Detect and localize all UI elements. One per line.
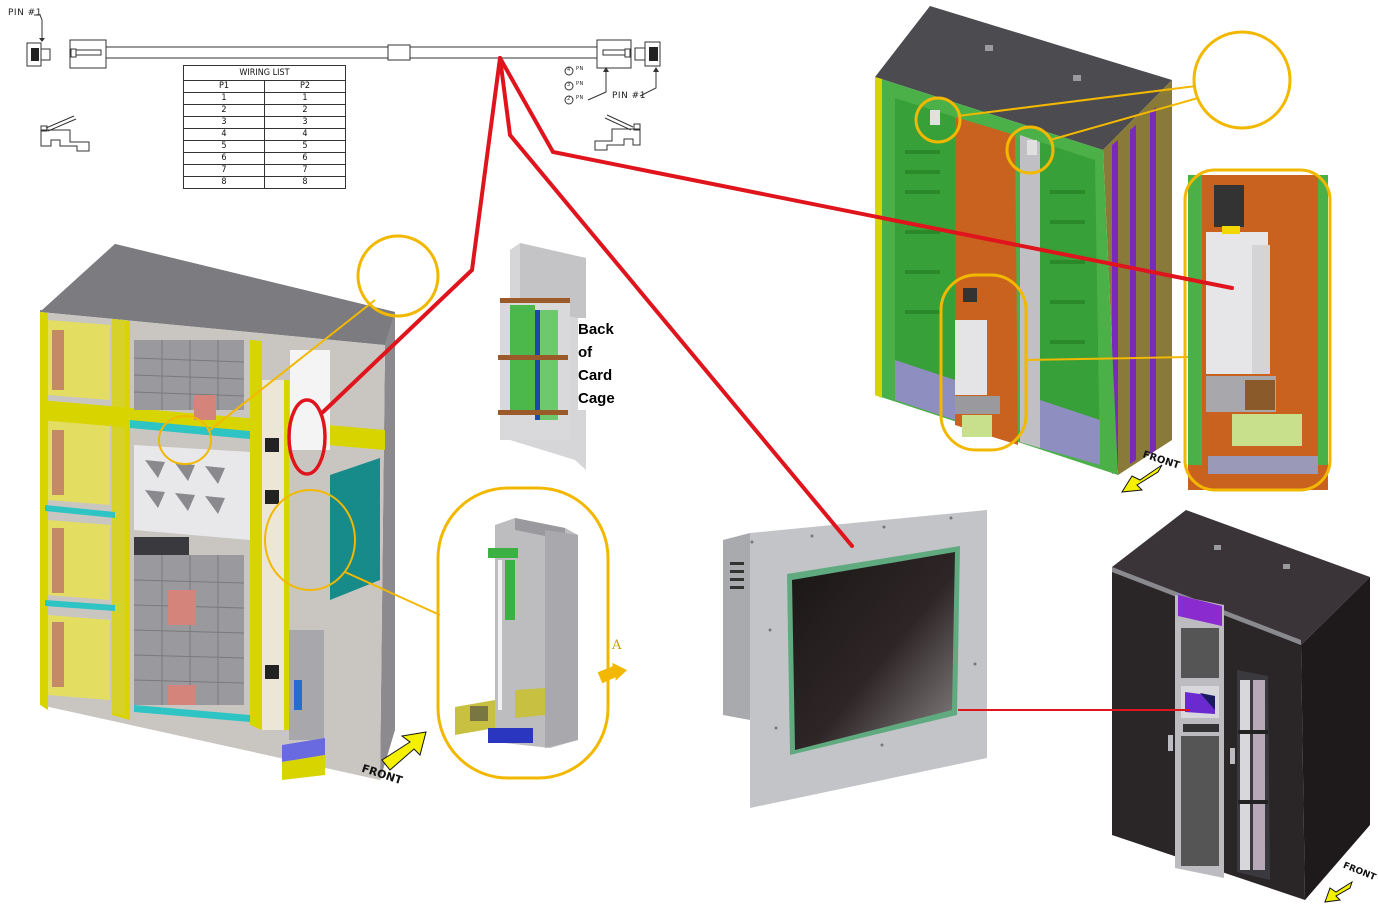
pin-1-label-right: PIN #1 [612, 91, 646, 101]
caption-line: Card [578, 367, 613, 384]
pin-marker-number: 4 [567, 67, 571, 73]
view-a-label: A [612, 638, 622, 653]
cabinet-top [875, 6, 1172, 150]
cell-p2: 8 [263, 176, 347, 189]
highlight-ring-fitting-detail [1192, 30, 1292, 130]
drive-bay [134, 340, 244, 410]
callout-line-left-cabinet [321, 56, 502, 414]
cell-p2: 2 [263, 104, 347, 117]
fan-grille [1214, 185, 1244, 227]
window-lower [1181, 736, 1219, 866]
view-arrow-icon [596, 661, 629, 685]
pin-pointer-plug [587, 68, 607, 101]
library-top [1112, 510, 1370, 645]
pin-marker-number: 3 [567, 82, 571, 88]
cabinet-side [380, 312, 395, 780]
front-arrow-icon [1121, 464, 1163, 493]
library-side [1301, 577, 1370, 900]
pin-pointer-left [34, 14, 43, 38]
card-cage-caption: Back of Card Cage [578, 318, 630, 410]
pin-marker-circle [564, 81, 574, 91]
caption-line: Back [578, 321, 614, 338]
rj45-plug-right [596, 39, 632, 69]
arrow-icon [603, 67, 609, 72]
brand-panel [1178, 595, 1222, 626]
pin-marker-circle [564, 95, 574, 105]
pin-marker-number: 2 [567, 96, 571, 102]
cable-line [106, 44, 597, 61]
rj45-jack-right [634, 41, 661, 67]
power-strip [262, 380, 284, 730]
rj45-side-view-left [40, 115, 90, 152]
door-handle [1230, 748, 1235, 764]
pin-1-label-left: PIN #1 [8, 8, 42, 18]
arrow-icon [653, 67, 659, 72]
connector-fitting [930, 110, 940, 125]
highlight-ring-fitting [1005, 125, 1055, 175]
power-module [955, 320, 987, 395]
cable-sleeve [387, 44, 411, 61]
pin-marker-label: PN [576, 66, 584, 72]
highlight-ring-power-detail [1183, 168, 1332, 492]
window-upper [1181, 628, 1219, 678]
pin-marker-label: PN [576, 81, 584, 87]
screen-display [792, 552, 955, 750]
highlight-ring-module [264, 489, 356, 591]
highlight-ring-connector [356, 234, 440, 318]
arrow-icon [39, 38, 45, 42]
cell-p1: 8 [183, 176, 265, 189]
connector-fitting [1027, 140, 1037, 155]
front-arrow-icon [381, 731, 427, 771]
highlight-ring-power [939, 273, 1028, 452]
callout-line-rear-cabinet [498, 56, 1234, 290]
highlight-ring-module-detail [436, 486, 610, 780]
callout-line-touchscreen [498, 56, 854, 548]
caption-line: Cage [578, 390, 615, 407]
pin-marker-label: PN [576, 95, 584, 101]
highlight-ring-fitting [158, 415, 212, 465]
pin-pointer-right [639, 68, 657, 97]
rj45-plug-left [69, 39, 107, 69]
front-arrow-icon [1324, 880, 1353, 903]
highlight-ring-rj45-port [287, 398, 327, 476]
door-handle [1168, 735, 1173, 751]
pin-marker-circle [564, 66, 574, 76]
highlight-ring-fitting [914, 96, 962, 144]
rj45-jack-left [26, 42, 51, 67]
circuit-board [1232, 414, 1302, 446]
caption-line: of [578, 344, 593, 361]
rj45-side-view-right [594, 114, 641, 151]
